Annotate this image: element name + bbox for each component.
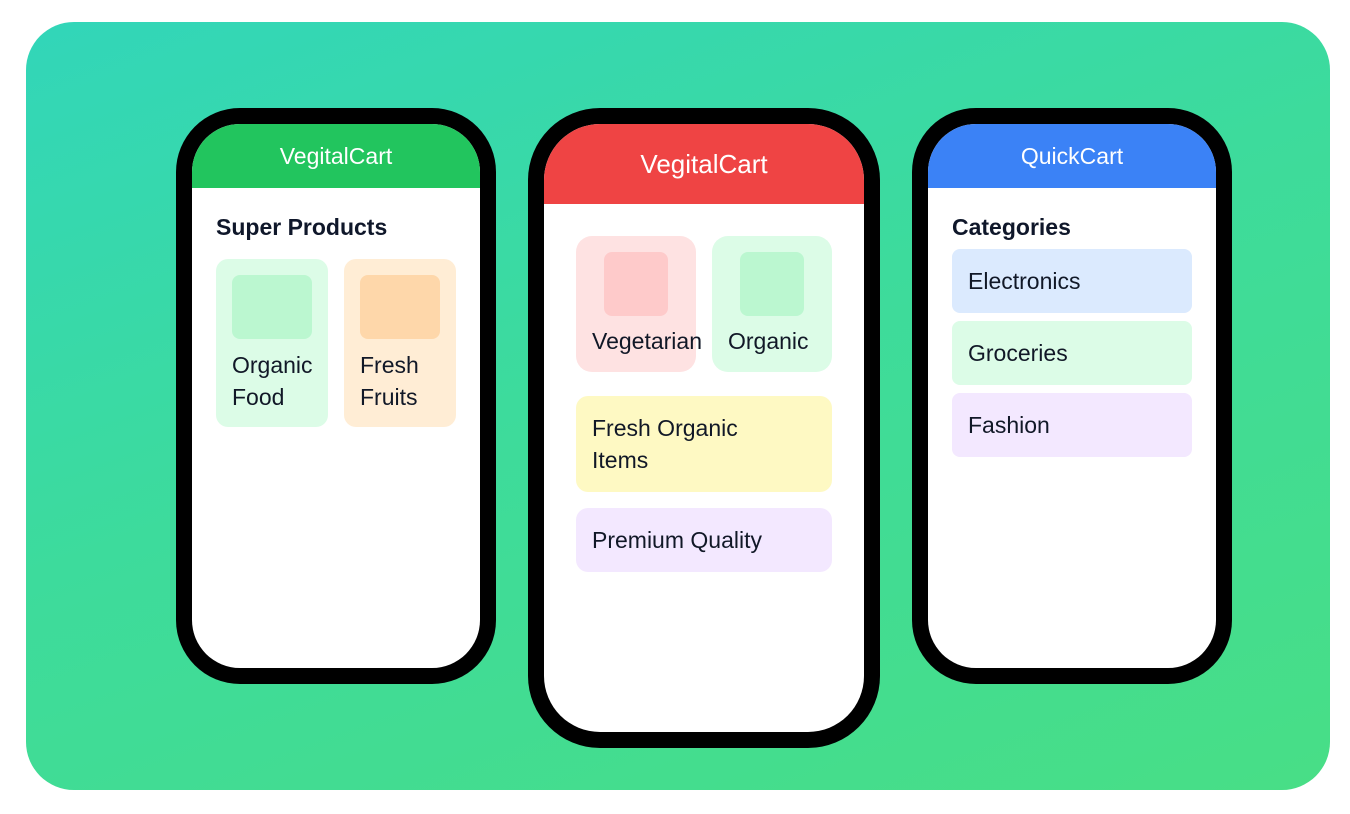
phone-content-right: Categories Electronics Groceries Fashion	[928, 188, 1216, 483]
feature-tiles: Vegetarian Organic	[576, 236, 832, 372]
product-tiles: Organic Food Fresh Fruits	[216, 259, 456, 427]
feature-thumbnail	[604, 252, 668, 316]
product-label-line: Food	[232, 384, 285, 410]
feature-label: Organic	[728, 328, 809, 354]
phone-mockup-left: VegitalCart Super Products Organic Food	[176, 108, 496, 684]
product-thumbnail	[360, 275, 440, 339]
category-item-electronics[interactable]: Electronics	[952, 249, 1192, 313]
feature-label: Vegetarian	[592, 328, 702, 354]
app-header-right: QuickCart	[928, 124, 1216, 188]
phone-mockup-center: VegitalCart Vegetarian Organic Fresh Org…	[528, 108, 880, 748]
product-tile-fresh-fruits[interactable]: Fresh Fruits	[344, 259, 456, 427]
phone-screen-right: QuickCart Categories Electronics Groceri…	[928, 124, 1216, 668]
banner-premium-quality[interactable]: Premium Quality	[576, 508, 832, 572]
banner-fresh-organic-items[interactable]: Fresh Organic Items	[576, 396, 832, 492]
product-label-line: Fresh	[360, 352, 419, 378]
phone-content-center: Vegetarian Organic Fresh Organic Items P…	[544, 204, 864, 604]
section-title-categories: Categories	[952, 214, 1071, 240]
phone-mockup-right: QuickCart Categories Electronics Groceri…	[912, 108, 1232, 684]
phone-content-left: Super Products Organic Food Fresh Fru	[192, 188, 480, 453]
background-canvas: VegitalCart Super Products Organic Food	[26, 22, 1330, 790]
category-item-fashion[interactable]: Fashion	[952, 393, 1192, 457]
product-thumbnail	[232, 275, 312, 339]
category-item-groceries[interactable]: Groceries	[952, 321, 1192, 385]
product-label: Organic Food	[232, 349, 313, 413]
product-label: Fresh Fruits	[360, 349, 440, 413]
phone-screen-center: VegitalCart Vegetarian Organic Fresh Org…	[544, 124, 864, 732]
feature-tile-organic[interactable]: Organic	[712, 236, 832, 372]
product-label-line: Fruits	[360, 384, 418, 410]
app-header-center: VegitalCart	[544, 124, 864, 204]
app-header-left: VegitalCart	[192, 124, 480, 188]
feature-tile-vegetarian[interactable]: Vegetarian	[576, 236, 702, 372]
product-tile-organic-food[interactable]: Organic Food	[216, 259, 328, 427]
section-title-super-products: Super Products	[216, 214, 388, 240]
phone-screen-left: VegitalCart Super Products Organic Food	[192, 124, 480, 668]
product-label-line: Organic	[232, 352, 313, 378]
feature-thumbnail	[740, 252, 804, 316]
banner-line: Items	[592, 447, 649, 473]
banner-line: Fresh Organic	[592, 415, 738, 441]
